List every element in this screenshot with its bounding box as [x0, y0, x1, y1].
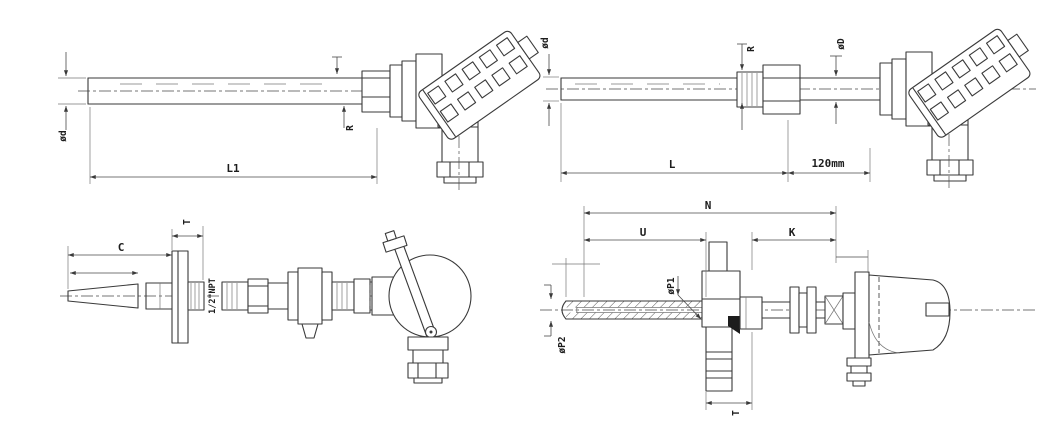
label-taper-length: C [118, 241, 125, 254]
label-well-diameter: øP1 [666, 277, 677, 294]
label-immersion-length: U [640, 226, 647, 239]
label-thread: R [746, 46, 757, 52]
dim-head-side-length: K [751, 226, 869, 273]
dim-neck-length: 120mm [788, 148, 871, 182]
label-outer-diameter: øD [836, 38, 847, 50]
drawing-threaded-probe: ød R øD L 120mm [540, 20, 1040, 190]
threaded-stub [187, 281, 205, 311]
dim-length: L1 [89, 107, 378, 184]
label-overall-length: N [705, 199, 712, 212]
dim-thread: R [737, 43, 757, 130]
label-tip-diameter: øP2 [557, 336, 568, 353]
dim-well-diameter: øP1 [666, 276, 702, 320]
label-sheath-diameter: ød [58, 130, 69, 142]
drawing-flanged-thermowell: N U K øP2 øP1 [540, 199, 1036, 416]
dim-length: L [560, 103, 789, 182]
label-flange-thickness: T [182, 219, 193, 225]
process-fitting [736, 64, 801, 115]
label-flange-thickness: T [731, 410, 742, 416]
barrel-head [846, 271, 951, 387]
dim-tip-diameter: øP2 [544, 284, 568, 354]
dim-taper-length: C [67, 241, 172, 289]
terminal-head [389, 22, 552, 192]
dim-outer-diameter: øD [830, 38, 847, 124]
label-head-side-length: K [789, 226, 796, 239]
dim-sheath-diameter: ød [58, 52, 86, 142]
dim-flange-thickness: T [705, 332, 753, 416]
label-neck-length: 120mm [811, 157, 844, 170]
drawing-tapered-thermowell: C T 1/2"NPT [60, 219, 472, 384]
dim-immersion-length: U [584, 226, 707, 297]
label-thread: R [345, 125, 356, 131]
thermowell-section [561, 300, 703, 320]
dim-sheath-diameter: ød [540, 37, 559, 126]
dim-thread: R [332, 56, 356, 131]
hex-nipple [361, 70, 391, 113]
label-process-thread: 1/2"NPT [208, 278, 218, 314]
extension-nipple [739, 296, 791, 330]
terminal-head [879, 20, 1040, 190]
probe-extension [799, 77, 881, 101]
hinged-head [371, 230, 472, 384]
label-length: L1 [226, 162, 240, 175]
cable-gland [846, 357, 872, 387]
label-sheath-diameter: ød [540, 37, 551, 49]
label-length: L [669, 158, 676, 171]
dim-flange-thickness: T [171, 219, 204, 280]
union-fitting [789, 286, 856, 334]
flange-section [701, 241, 741, 392]
dim-tip [552, 258, 600, 297]
dim-overall-length: N [583, 199, 837, 297]
drawing-straight-probe: ød R L1 [58, 22, 552, 192]
tapered-well [67, 282, 173, 310]
flange [171, 250, 189, 344]
union-extension [221, 267, 383, 339]
